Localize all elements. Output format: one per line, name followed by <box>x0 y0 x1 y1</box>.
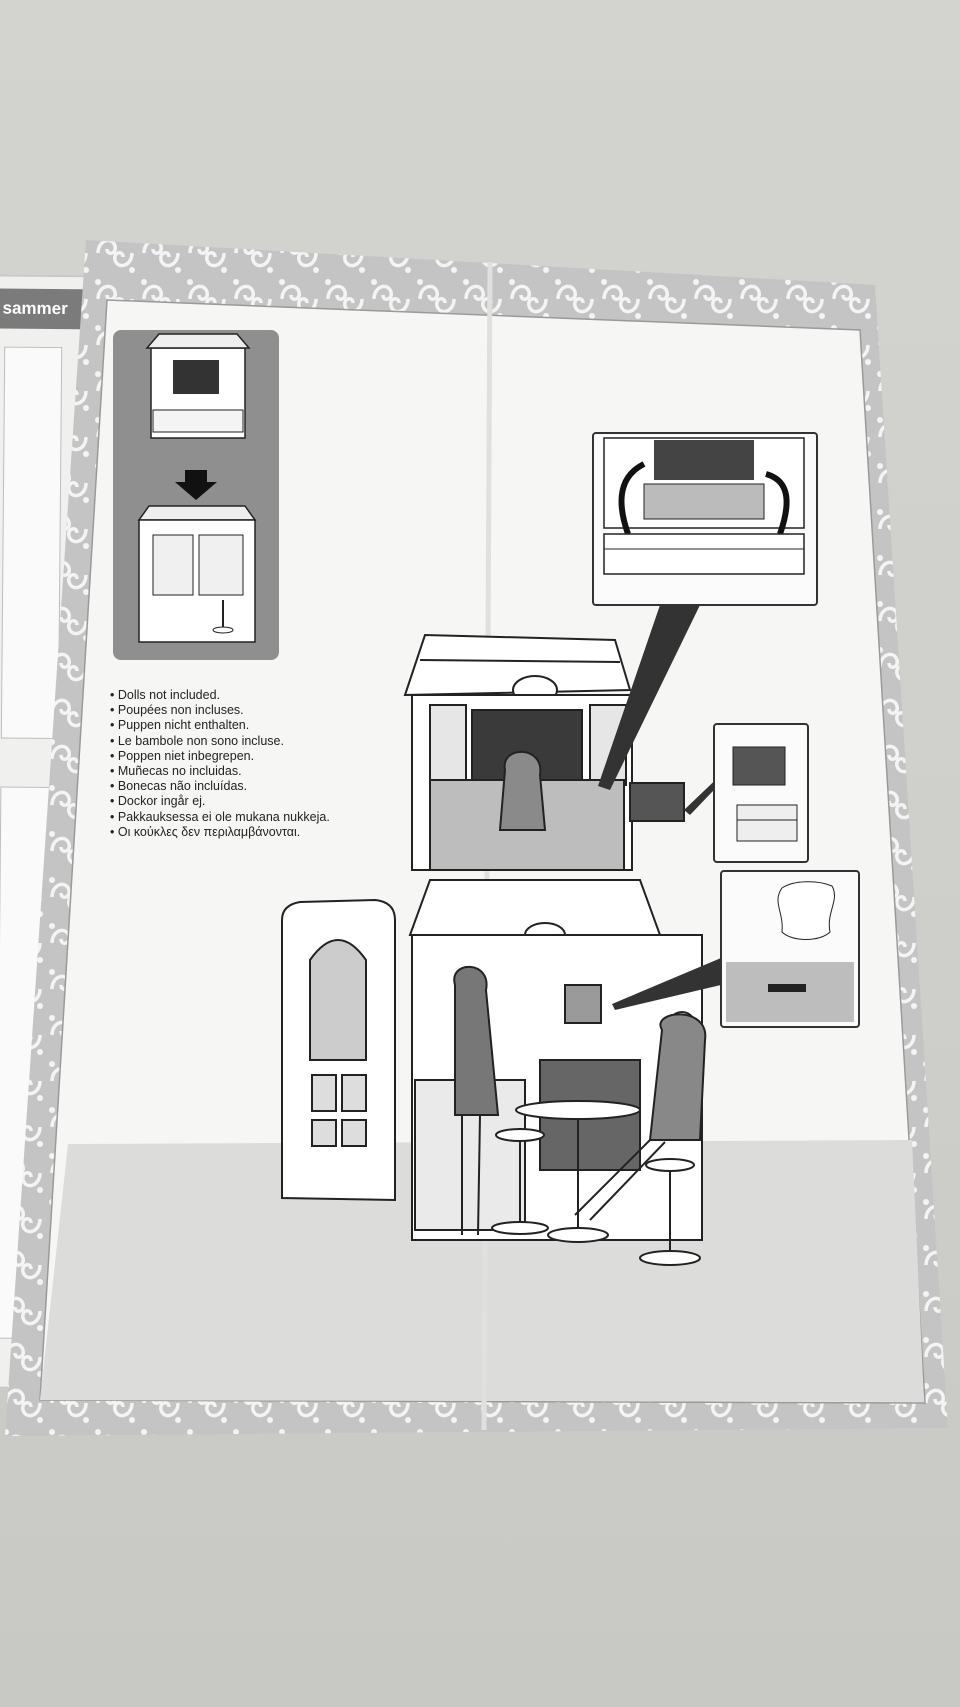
notice-line: Puppen nicht enthalten. <box>110 718 370 733</box>
callout-shelves-illustration <box>603 437 805 575</box>
notice-line: Dolls not included. <box>110 688 370 703</box>
notice-line: Dockor ingår ej. <box>110 794 370 809</box>
callout-shelves <box>592 432 818 606</box>
callout-tv <box>713 723 809 863</box>
notice-line: Pakkauksessa ei ole mukana nukkeja. <box>110 810 370 825</box>
callout-tv-illustration <box>732 746 798 842</box>
dolls-notice: Dolls not included. Poupées non incluses… <box>110 688 370 840</box>
arrow-down-icon <box>175 470 217 500</box>
notice-line: Poppen niet inbegrepen. <box>110 749 370 764</box>
folding-step-illustration <box>137 333 257 643</box>
notice-line: Le bambole non sono incluse. <box>110 734 370 749</box>
notice-line: Οι κούκλες δεν περιλαμβάνονται. <box>110 825 370 840</box>
callout-plant-illustration <box>726 881 854 1022</box>
notice-line: Poupées non incluses. <box>110 703 370 718</box>
notice-line: Muñecas no incluidas. <box>110 764 370 779</box>
callout-plant <box>720 870 860 1028</box>
folding-step-panel <box>113 330 279 660</box>
notice-line: Bonecas não incluídas. <box>110 779 370 794</box>
